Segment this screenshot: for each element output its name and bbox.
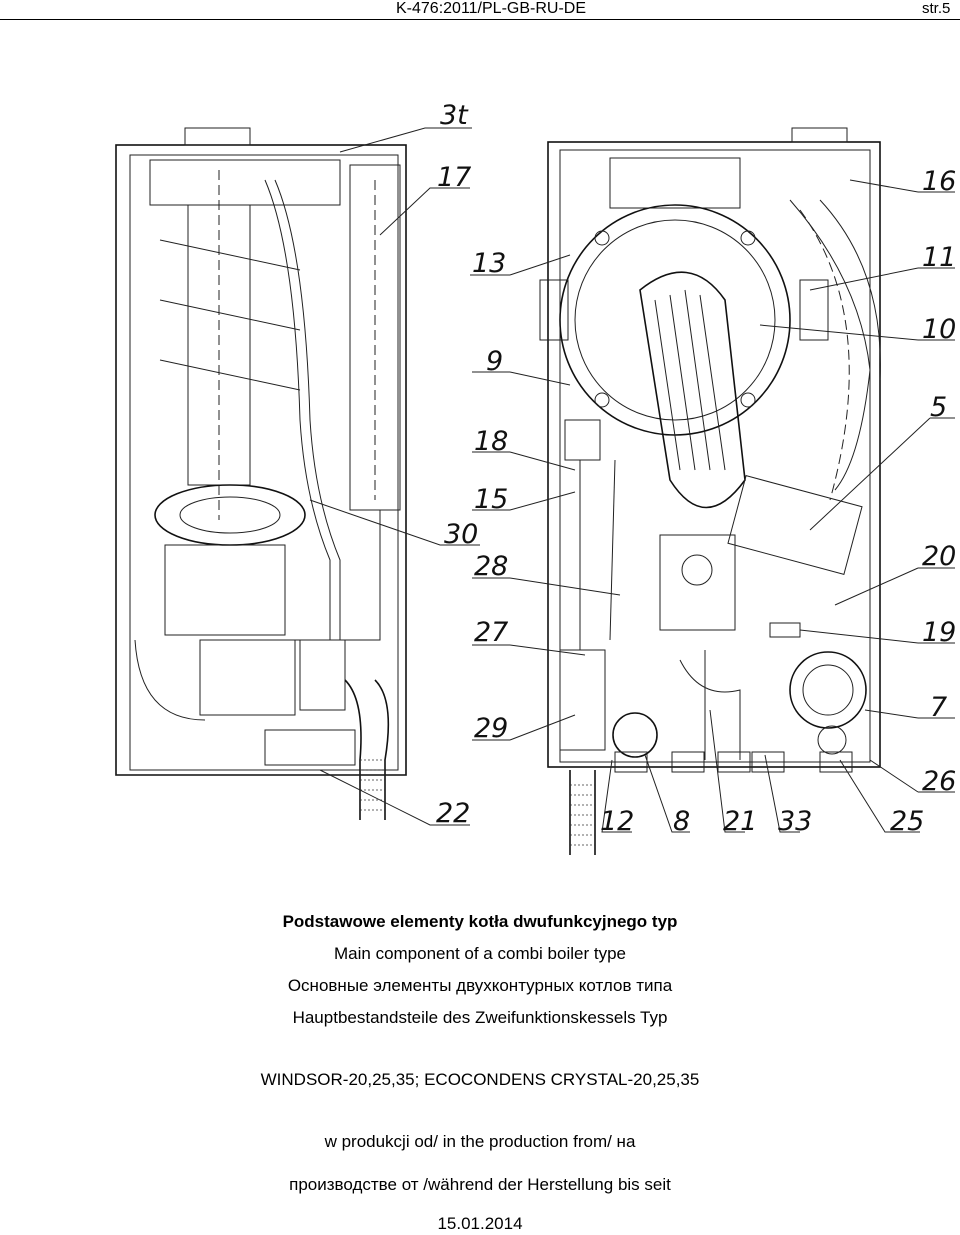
top-bracket [609,157,741,209]
callout-10: 10 [922,314,956,345]
circulation-pump [789,651,867,729]
callout-15: 15 [474,484,508,515]
caption-de: Hauptbestandsteile des Zweifunktionskess… [292,1008,668,1027]
expansion-vessel [349,164,401,511]
callout-5: 5 [930,392,947,423]
header-rule [0,19,960,20]
callout-16: 16 [922,166,956,197]
page-number: str.5 [922,0,951,17]
sensor-19 [769,622,801,638]
fan-unit [154,484,306,546]
callout-30: 30 [444,519,478,550]
callout-11: 11 [922,242,956,273]
callout-9: 9 [486,346,503,377]
control-box [727,475,863,575]
caption-production-line2: производстве от /während der Herstellung… [289,1175,671,1194]
callout-33: 33 [778,806,812,837]
callout-25: 25 [890,806,924,837]
page-header: K-476:2011/PL-GB-RU-DE str.5 [0,0,960,20]
callout-29: 29 [474,713,508,744]
side-view [115,127,407,820]
caption-pl: Podstawowe elementy kotła dwufunkcyjnego… [282,912,678,931]
caption-ru: Основные элементы двухконтурных котлов т… [287,976,673,995]
condensate-hose [344,679,362,820]
callout-27: 27 [474,617,508,648]
side-casing [115,144,407,776]
callout-leaders [309,127,955,833]
callout-22: 22 [436,798,470,829]
document-code: K-476:2011/PL-GB-RU-DE [396,0,586,17]
caption-date: 15.01.2014 [437,1214,523,1233]
caption-models: WINDSOR-20,25,35; ECOCONDENS CRYSTAL-20,… [260,1070,700,1089]
callout-3t: 3t [440,100,469,131]
gas-valve-block [164,544,286,636]
callout-18: 18 [474,426,508,457]
callout-20: 20 [922,541,956,572]
caption-production-line1: w produkcji od/ in the production from/ … [324,1132,636,1151]
callout-labels: 3t 17 13 9 18 15 30 28 27 29 22 16 11 10… [436,100,956,837]
front-casing [547,141,881,768]
callout-12: 12 [600,806,634,837]
diverter-valve [612,712,658,758]
callout-8: 8 [673,806,690,837]
flue-outlet [184,127,251,146]
callout-7: 7 [930,692,947,723]
burner-housing [559,204,791,436]
callout-26: 26 [922,766,956,797]
callout-19: 19 [922,617,956,648]
callout-17: 17 [437,162,471,193]
hydraulic-block [659,534,736,631]
drain-hose [569,770,596,855]
front-view [539,127,881,855]
caption-en: Main component of a combi boiler type [334,944,626,963]
callout-21: 21 [723,806,757,837]
callout-13: 13 [472,248,506,279]
callout-28: 28 [474,551,508,582]
boiler-diagram: 3t 17 13 9 18 15 30 28 27 29 22 16 11 10… [115,100,956,855]
